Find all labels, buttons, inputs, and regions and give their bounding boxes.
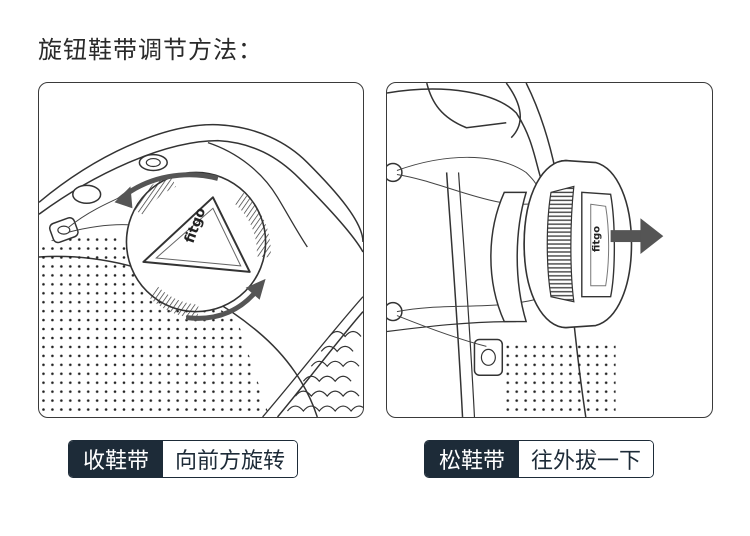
loosen-badge: 松鞋带 bbox=[425, 441, 520, 477]
tighten-illustration: fitgo bbox=[38, 82, 364, 418]
loosen-caption: 松鞋带 往外拔一下 bbox=[424, 440, 655, 478]
brand-logo-side: fitgo bbox=[592, 226, 603, 252]
tighten-caption: 收鞋带 向前方旋转 bbox=[68, 440, 299, 478]
page-title: 旋钮鞋带调节方法： bbox=[38, 36, 263, 64]
loosen-illustration: fitgo bbox=[386, 82, 713, 418]
tighten-action: 向前方旋转 bbox=[163, 441, 298, 477]
loosen-action: 往外拔一下 bbox=[519, 441, 654, 477]
tighten-badge: 收鞋带 bbox=[69, 441, 164, 477]
